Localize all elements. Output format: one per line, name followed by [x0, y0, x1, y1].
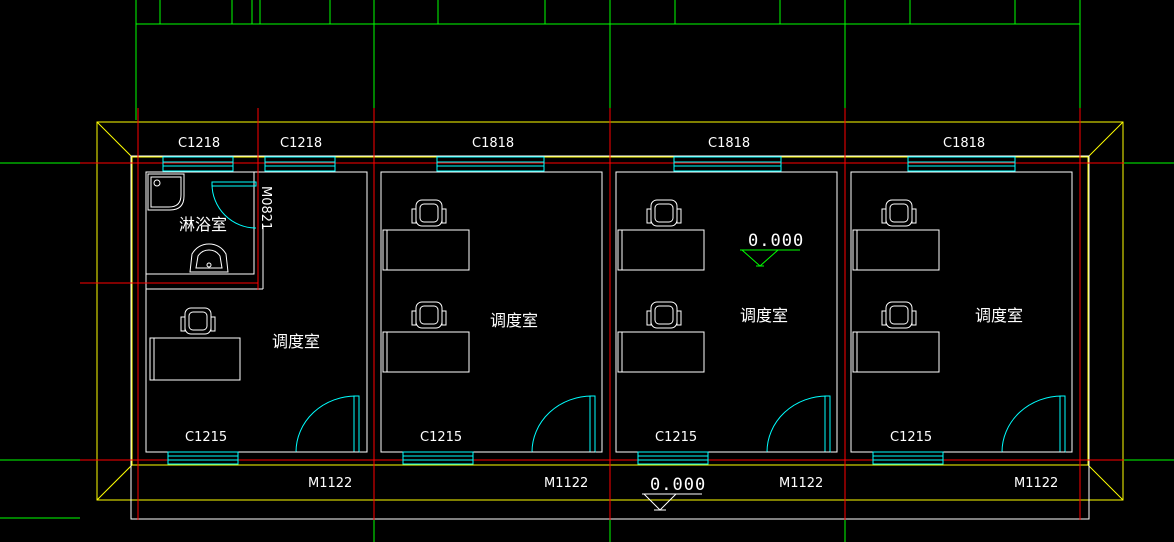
- elevation-marker-icon: [642, 493, 702, 511]
- door-m0821: [211, 181, 257, 229]
- doors: [211, 181, 1066, 453]
- window-label: C1215: [420, 430, 462, 445]
- window-label: C1818: [472, 136, 514, 151]
- desk-icon: [852, 331, 940, 373]
- window-label: C1215: [655, 430, 697, 445]
- office-chair-icon: [881, 199, 917, 227]
- window-label: C1218: [178, 136, 220, 151]
- office-chair-icon: [646, 199, 682, 227]
- room-label: 淋浴室: [179, 215, 227, 234]
- labels: C1218 C1218 C1818 C1818 C1818 C1215 C121…: [178, 136, 1058, 495]
- center-lines: [80, 108, 1124, 520]
- office-chair-icon: [180, 307, 216, 335]
- room-label: 调度室: [272, 332, 320, 351]
- office-chair-icon: [411, 199, 447, 227]
- door-m1122-1: [295, 395, 360, 453]
- window-c1818-1: [436, 156, 545, 172]
- door-m1122-4: [1001, 395, 1066, 453]
- office-chair-icon: [411, 301, 447, 329]
- room-label: 调度室: [975, 306, 1023, 325]
- desk-icon: [852, 229, 940, 271]
- top-windows: [162, 156, 1016, 172]
- office-chair-icon: [646, 301, 682, 329]
- shower-tray-icon: [147, 173, 185, 211]
- door-label: M1122: [308, 476, 352, 491]
- desk-icon: [382, 229, 470, 271]
- door-label: M1122: [1014, 476, 1058, 491]
- desk-icon: [149, 337, 241, 381]
- elevation-label: 0.000: [650, 475, 706, 495]
- elevation-marker-icon: [740, 249, 800, 267]
- desk-icon: [617, 331, 705, 373]
- window-c1218-2: [264, 156, 336, 172]
- window-label: C1215: [185, 430, 227, 445]
- office-chair-icon: [881, 301, 917, 329]
- window-label: C1215: [890, 430, 932, 445]
- room-label: 调度室: [490, 311, 538, 330]
- door-label: M1122: [779, 476, 823, 491]
- window-c1818-2: [673, 156, 782, 172]
- desk-icon: [617, 229, 705, 271]
- elevation-label: 0.000: [748, 231, 804, 251]
- bottom-windows: [167, 451, 944, 465]
- door-label: M0821: [258, 186, 273, 230]
- window-label: C1818: [943, 136, 985, 151]
- window-c1818-3: [907, 156, 1016, 172]
- room-label: 调度室: [740, 306, 788, 325]
- window-label: C1218: [280, 136, 322, 151]
- door-label: M1122: [544, 476, 588, 491]
- window-label: C1818: [708, 136, 750, 151]
- door-m1122-3: [766, 395, 831, 453]
- furniture: [149, 199, 940, 381]
- window-c1218-1: [162, 156, 234, 172]
- door-m1122-2: [531, 395, 596, 453]
- desk-icon: [382, 331, 470, 373]
- wash-basin-icon: [189, 243, 229, 273]
